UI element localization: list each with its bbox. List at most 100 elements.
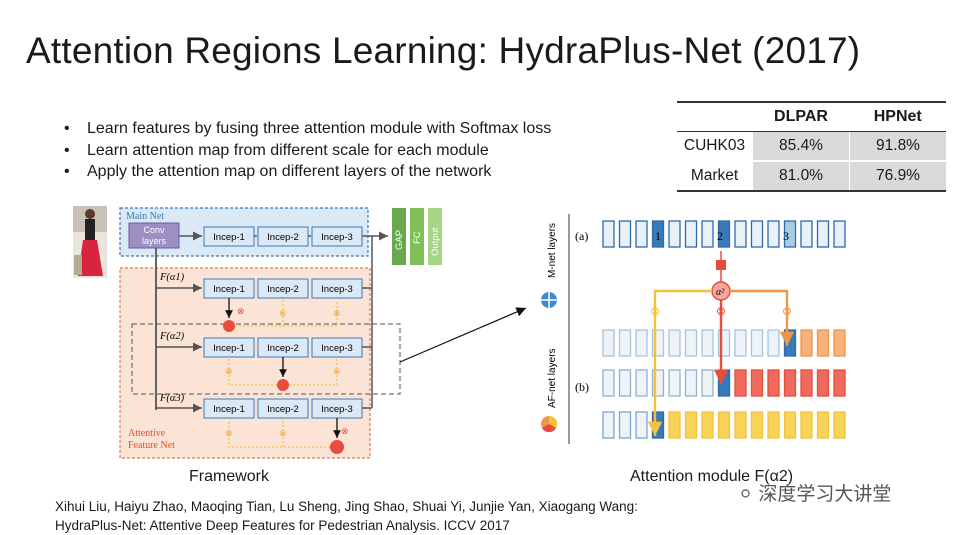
channel-rect xyxy=(717,220,731,248)
table-cell: 85.4% xyxy=(752,131,850,162)
incep-label: Incep-3 xyxy=(321,343,353,354)
framework-diagram: Main Net Attentive Feature Net Conv laye… xyxy=(73,206,442,459)
channel-rect xyxy=(734,369,747,397)
afnet-label: AF-net layers xyxy=(547,349,558,408)
incep-block xyxy=(203,337,255,358)
incep-label: Incep-3 xyxy=(321,404,353,415)
channel-rect xyxy=(734,220,747,248)
citation-line: Xihui Liu, Haiyu Zhao, Maoqing Tian, Lu … xyxy=(55,499,638,514)
channel-rect xyxy=(651,369,665,397)
fc-block xyxy=(410,208,424,265)
channel-rect xyxy=(618,329,632,357)
channel-rect xyxy=(767,220,780,248)
zoom-arrow xyxy=(399,307,527,363)
citation: Xihui Liu, Haiyu Zhao, Maoqing Tian, Lu … xyxy=(55,497,638,535)
channel-rect xyxy=(701,329,714,357)
bullet-item: Learn features by fusing three attention… xyxy=(62,118,551,140)
branch-row-1: Incep-1 Incep-2 Incep-3 xyxy=(203,278,363,299)
table-cell: 91.8% xyxy=(849,131,946,162)
channel-rect xyxy=(767,329,780,357)
attention-node xyxy=(277,379,289,391)
mnet-label: M-net layers xyxy=(547,223,558,278)
conv-label: layers xyxy=(142,236,167,246)
channel-rect xyxy=(783,411,797,439)
channel-rect xyxy=(816,411,830,439)
channel-number: 2 xyxy=(717,229,723,243)
channel-number: 1 xyxy=(655,229,661,243)
channel-rect xyxy=(602,369,615,397)
channel-rect xyxy=(734,411,747,439)
label-b: (b) xyxy=(575,380,589,394)
mnet-icon xyxy=(541,292,557,308)
channel-rect xyxy=(833,220,846,248)
channel-rect xyxy=(800,411,813,439)
afnet-channel-row xyxy=(602,329,846,357)
wechat-icon: ⚪ xyxy=(738,484,754,504)
channel-rect xyxy=(701,220,714,248)
branch-row-2: Incep-1 Incep-2 Incep-3 xyxy=(203,337,363,358)
channel-rect xyxy=(750,329,764,357)
channel-rect xyxy=(651,329,665,357)
branch-label: F(α2) xyxy=(159,331,185,342)
table-cell: 81.0% xyxy=(752,161,850,192)
multiply-symbol: ⊗ xyxy=(650,304,660,318)
channel-rect xyxy=(750,220,764,248)
channel-rect xyxy=(833,369,846,397)
channel-rect xyxy=(734,329,747,357)
channel-rect xyxy=(618,220,632,248)
table-header-cell: DLPAR xyxy=(752,101,850,132)
multiply-symbol: ⊗ xyxy=(333,366,341,376)
channel-rect xyxy=(684,411,698,439)
highlight-box xyxy=(131,323,401,395)
channel-rect xyxy=(750,369,764,397)
attentive-label: Attentive xyxy=(128,428,166,439)
channel-rect xyxy=(602,329,615,357)
channel-rect xyxy=(651,220,665,248)
channel-rect xyxy=(816,329,830,357)
channel-rect xyxy=(783,220,797,248)
channel-rect xyxy=(767,369,780,397)
incep-label: Incep-2 xyxy=(267,343,299,354)
channel-rect xyxy=(618,411,632,439)
branch-label: F(α3) xyxy=(159,393,185,404)
channel-rect xyxy=(635,329,648,357)
afnet-icon xyxy=(541,415,558,433)
multiply-symbol: ⊗ xyxy=(333,308,341,318)
fc-label: FC xyxy=(412,231,423,244)
table-header-row: DLPAR HPNet xyxy=(677,101,946,132)
channel-rect xyxy=(750,411,764,439)
attention-module-caption: Attention module F(α2) xyxy=(630,468,794,485)
channel-rect xyxy=(618,369,632,397)
channel-rect xyxy=(717,411,731,439)
channel-rect xyxy=(833,411,846,439)
branch-label: F(α1) xyxy=(159,272,185,283)
channel-rect xyxy=(668,369,681,397)
afnet-channel-row xyxy=(602,369,846,397)
channel-rect xyxy=(833,329,846,357)
table-row: Market 81.0% 76.9% xyxy=(677,161,946,192)
channel-rect xyxy=(767,411,780,439)
channel-rect xyxy=(668,411,681,439)
attention-node xyxy=(223,320,235,332)
citation-line: HydraPlus-Net: Attentive Deep Features f… xyxy=(55,518,510,533)
comparison-table: DLPAR HPNet CUHK03 85.4% 91.8% Market 81… xyxy=(677,101,946,192)
multiply-symbol: ⊗ xyxy=(341,426,349,436)
multiply-symbol: ⊗ xyxy=(279,308,287,318)
attention-module-diagram: M-net layers AF-net layers (a) (b) 1 2 3… xyxy=(541,214,846,444)
multiply-symbol: ⊗ xyxy=(782,304,792,318)
channel-rect xyxy=(602,220,615,248)
table-row-label: CUHK03 xyxy=(677,131,753,162)
incep-block xyxy=(203,398,255,419)
bullet-item: Apply the attention map on different lay… xyxy=(62,161,551,183)
incep-block xyxy=(257,278,309,299)
channel-rect xyxy=(816,220,830,248)
channel-rect xyxy=(602,411,615,439)
multiply-symbol: ⊗ xyxy=(237,306,245,316)
main-net-label: Main Net xyxy=(126,211,164,222)
channel-rect xyxy=(684,220,698,248)
channel-rect xyxy=(635,369,648,397)
channel-rect xyxy=(717,329,731,357)
incep-label: Incep-1 xyxy=(213,404,245,415)
multiply-symbol: ⊗ xyxy=(225,428,233,438)
channel-rect xyxy=(684,369,698,397)
